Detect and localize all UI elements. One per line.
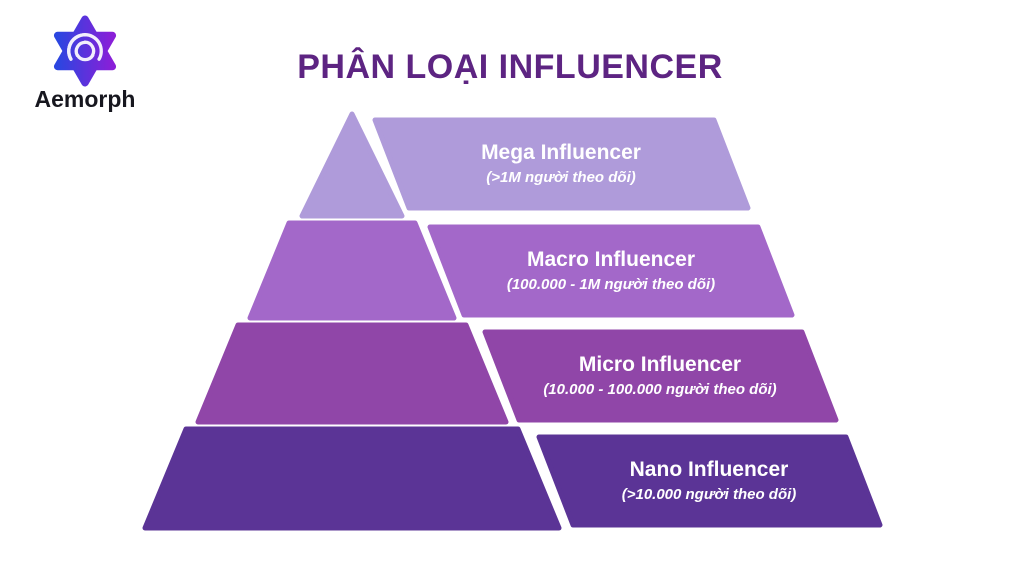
page-title: PHÂN LOẠI INFLUENCER (297, 48, 723, 86)
band-label-nano: Nano Influencer (629, 458, 789, 481)
pyramid-tier-micro (195, 322, 509, 425)
label-band-macro (427, 224, 795, 318)
pyramid-tier-macro (247, 220, 457, 321)
band-range-nano: (>10.000 người theo dõi) (621, 486, 797, 504)
band-label-macro: Macro Influencer (526, 248, 696, 271)
brand-name: Aemorph (34, 86, 136, 112)
band-label-micro: Micro Influencer (578, 353, 742, 376)
band-label-mega: Mega Influencer (481, 141, 641, 164)
label-band-nano (536, 434, 883, 528)
band-range-micro: (10.000 - 100.000 người theo dõi) (543, 381, 777, 399)
label-band-mega (372, 117, 751, 211)
pyramid-tier-nano (142, 426, 562, 531)
brand-block: Aemorph (20, 14, 150, 113)
band-text-micro: Micro Influencer (10.000 - 100.000 người… (470, 352, 850, 400)
aemorph-logo-icon (53, 15, 117, 87)
band-text-mega: Mega Influencer (>1M người theo dõi) (371, 140, 751, 188)
band-range-mega: (>1M người theo dõi) (486, 169, 636, 187)
pyramid-tier-mega (299, 111, 405, 219)
band-range-macro: (100.000 - 1M người theo dõi) (506, 276, 716, 294)
band-text-nano: Nano Influencer (>10.000 người theo dõi) (519, 457, 899, 505)
label-band-micro (482, 329, 839, 423)
band-text-macro: Macro Influencer (100.000 - 1M người the… (421, 247, 801, 295)
